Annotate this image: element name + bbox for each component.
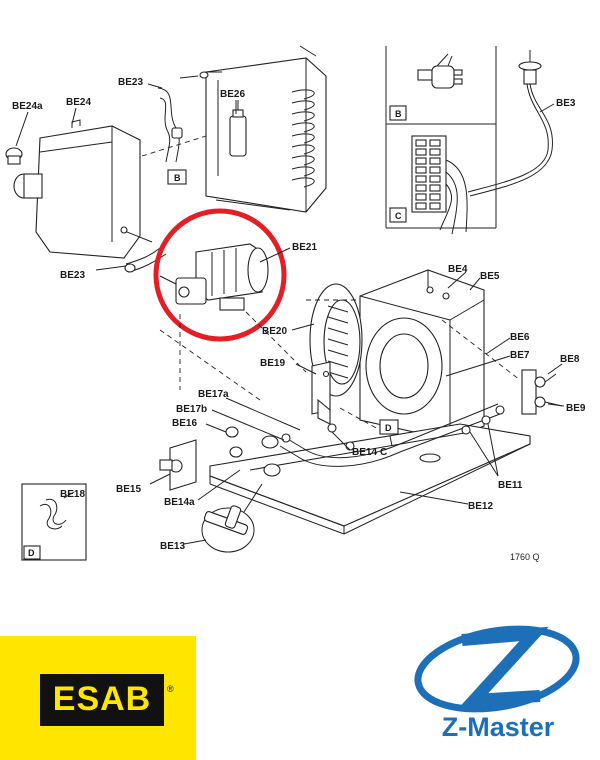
coil-loop	[291, 122, 315, 133]
terminal-slot	[415, 139, 427, 147]
fan-blade	[327, 316, 349, 324]
be21-pump	[159, 243, 269, 311]
terminal-slot	[415, 202, 427, 210]
coil-loop	[291, 177, 315, 188]
heat-exchanger	[205, 45, 327, 213]
coil-loop	[291, 89, 315, 100]
coil-loop	[291, 100, 315, 111]
label-be8: BE8	[560, 354, 580, 365]
label-be12: BE12	[468, 501, 493, 512]
pipe-loop	[279, 403, 505, 467]
label-be6: BE6	[510, 332, 530, 343]
fan-blade	[327, 338, 349, 346]
label-be23-top: BE23	[118, 77, 143, 88]
label-be15: BE15	[116, 484, 141, 495]
be3-cable	[467, 50, 553, 197]
coil-loop	[291, 133, 315, 144]
label-be13: BE13	[160, 541, 185, 552]
label-be20: BE20	[262, 326, 287, 337]
drawing-code: 1760 Q	[510, 552, 540, 562]
terminal-slot	[429, 157, 441, 165]
thermal-switch	[417, 53, 463, 89]
label-be3: BE3	[556, 98, 576, 109]
terminal-slot	[415, 175, 427, 183]
label-be18: BE18	[60, 489, 85, 500]
terminal-slot	[415, 184, 427, 192]
be23-top-hose	[157, 71, 209, 163]
terminal-slot	[429, 139, 441, 147]
terminal-slot	[415, 193, 427, 201]
fan-blade	[327, 349, 349, 357]
label-boxes	[23, 105, 407, 560]
coil-loop	[291, 144, 315, 155]
esab-logo-text: ESAB	[52, 680, 152, 718]
label-be17a: BE17a	[198, 389, 229, 400]
terminal-slot	[429, 193, 441, 201]
label-b-left: B	[174, 173, 181, 183]
zmaster-logo-mark	[414, 625, 580, 713]
label-be21: BE21	[292, 242, 317, 253]
registered-mark: ®	[167, 684, 174, 694]
be13-t-fitting	[201, 483, 263, 553]
label-b-inset: B	[395, 109, 402, 119]
fan-blade	[327, 371, 349, 379]
highlight-circle	[153, 208, 287, 342]
label-d-mid: D	[385, 423, 392, 433]
terminal-block	[411, 135, 468, 235]
be19-bracket	[311, 361, 331, 425]
label-be4: BE4	[448, 264, 468, 275]
be23-bottom-hose	[124, 247, 167, 273]
be5-housing	[359, 269, 485, 441]
coil-loop	[291, 155, 315, 166]
part-labels: BE23 BE24a BE24 BE26 B BE23 BE21 BE20 BE…	[12, 77, 586, 562]
alignment-lines	[141, 135, 521, 431]
label-be9: BE9	[566, 403, 586, 414]
be24-tank	[5, 119, 153, 259]
terminal-slot	[415, 148, 427, 156]
inset-panel-right	[385, 46, 497, 235]
label-be14a: BE14a	[164, 497, 195, 508]
be8-be9-fittings	[521, 369, 563, 415]
be26-filter	[229, 100, 247, 157]
terminal-slot	[415, 157, 427, 165]
label-be17b: BE17b	[176, 404, 207, 415]
label-be5: BE5	[480, 271, 500, 282]
terminal-slot	[415, 166, 427, 174]
label-d-inset: D	[28, 548, 35, 558]
base-frame	[209, 423, 531, 535]
zmaster-logo-text: Z-Master	[441, 712, 555, 742]
label-be23-bottom: BE23	[60, 270, 85, 281]
coil-loop	[291, 166, 315, 177]
label-be7: BE7	[510, 350, 530, 361]
label-be24: BE24	[66, 97, 91, 108]
terminal-slot	[429, 166, 441, 174]
label-c-mid: C	[380, 447, 387, 458]
label-be24a: BE24a	[12, 101, 43, 112]
fan-blade	[327, 327, 349, 335]
esab-logo-box: ESAB	[40, 674, 164, 726]
label-be16: BE16	[172, 418, 197, 429]
fan-blade	[327, 305, 349, 313]
label-be26: BE26	[220, 89, 245, 100]
terminal-slot	[429, 184, 441, 192]
fan-blade	[327, 360, 349, 368]
label-be11: BE11	[498, 480, 523, 491]
terminal-slot	[429, 202, 441, 210]
label-be14-c: BE14	[352, 447, 377, 458]
terminal-slot	[429, 148, 441, 156]
label-be19: BE19	[260, 358, 285, 369]
coil-loop	[291, 111, 315, 122]
label-c-inset: C	[395, 211, 402, 221]
esab-logo: ESAB ®	[0, 636, 196, 760]
be15-block	[159, 439, 197, 491]
terminal-slot	[429, 175, 441, 183]
leader-lines	[15, 55, 565, 545]
